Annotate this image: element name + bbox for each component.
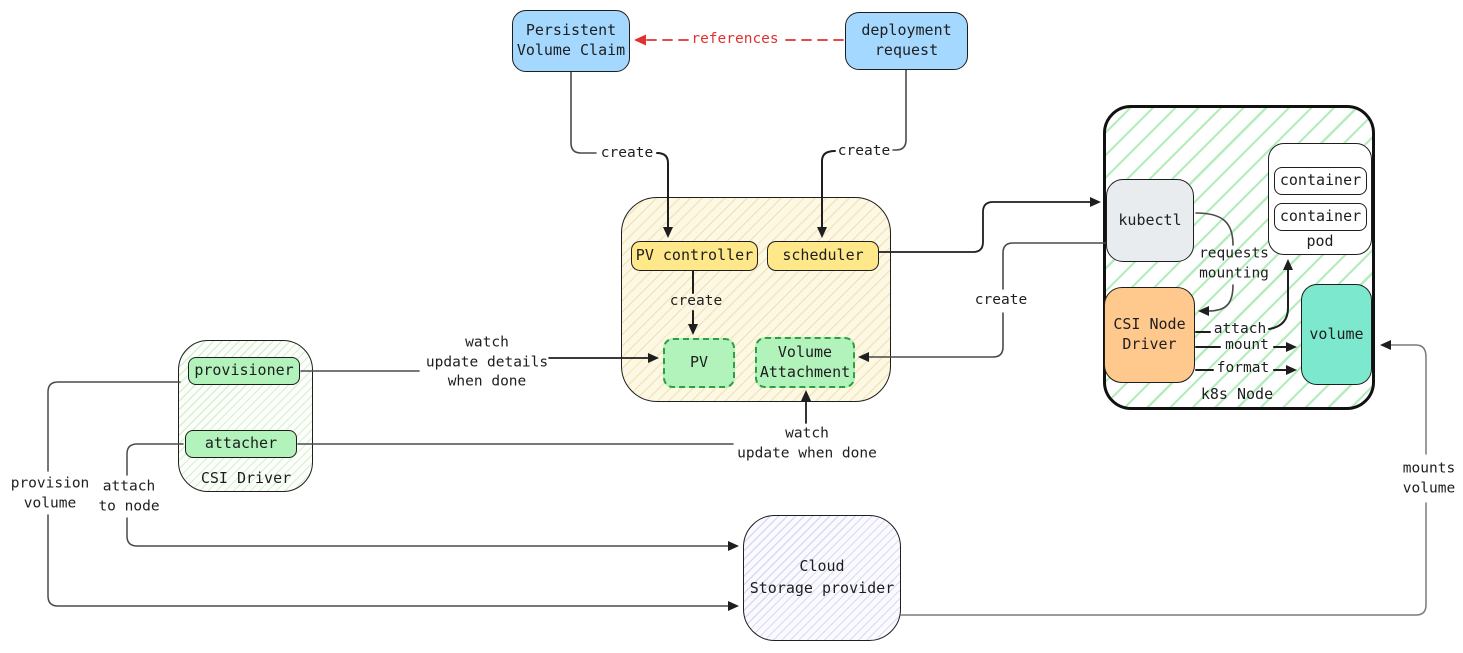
label-provision-volume: provision volume	[10, 475, 90, 511]
label-attach: attach	[1213, 321, 1267, 338]
node-pod	[1268, 143, 1372, 255]
edge-deploy-create-a	[892, 69, 907, 151]
node-volume: volume	[1301, 284, 1372, 385]
cloud-storage-provider-box: Cloud Storage provider	[743, 515, 901, 641]
edge-attachnode-b	[126, 517, 739, 551]
csi-driver-label: CSI Driver	[200, 469, 292, 487]
edge-pvc-create-b	[656, 152, 673, 238]
label-watch-update-details: watch update details when done	[425, 334, 549, 390]
edge-scheduler-kubectl	[878, 197, 1101, 253]
node-pv-controller: PV controller	[631, 241, 758, 271]
label-watch-update-done: watch update when done	[737, 425, 877, 461]
label-requests-mounting: requests mounting	[1199, 245, 1269, 281]
label-create-pv: create	[669, 293, 723, 310]
edge-attachnode-a	[126, 443, 184, 476]
label-create-pvc: create	[600, 145, 654, 162]
edge-provision-b	[47, 514, 739, 611]
node-provisioner: provisioner	[188, 357, 300, 385]
node-kubectl: kubectl	[1106, 179, 1194, 262]
label-attach-to-node: attach to node	[98, 478, 160, 514]
node-volume-attachment: Volume Attachment	[755, 337, 855, 388]
node-container-2: container	[1274, 203, 1367, 231]
k8s-node-label: k8s Node	[1200, 385, 1274, 403]
edge-pvc-create-a	[570, 71, 597, 154]
edge-attach-b	[1268, 259, 1293, 330]
node-deployment-request: deployment request	[845, 12, 968, 70]
edge-requests-a	[1195, 212, 1234, 246]
node-attacher: attacher	[185, 430, 297, 458]
node-pv: PV	[663, 338, 735, 388]
label-create-va: create	[974, 292, 1028, 309]
label-mount: mount	[1225, 337, 1269, 354]
node-container-1: container	[1274, 167, 1367, 195]
edge-deploy-create-b	[817, 150, 836, 238]
node-persistent-volume-claim: Persistent Volume Claim	[512, 10, 630, 72]
edge-mounts-a	[900, 502, 1427, 616]
node-csi-node-driver: CSI Node Driver	[1104, 287, 1195, 383]
edge-provision-a	[47, 381, 181, 472]
edge-kubectl-va-a	[1002, 242, 1107, 290]
label-mounts-volume: mounts volume	[1402, 460, 1456, 496]
label-references: references	[691, 31, 779, 48]
edge-mounts-b	[1380, 340, 1427, 455]
edge-requests-b	[1198, 284, 1234, 316]
pod-label: pod	[1306, 232, 1334, 250]
label-create-deploy: create	[837, 143, 891, 160]
label-format: format	[1216, 360, 1270, 377]
node-scheduler: scheduler	[767, 241, 879, 271]
edge-kubectl-va-b	[858, 312, 1004, 362]
